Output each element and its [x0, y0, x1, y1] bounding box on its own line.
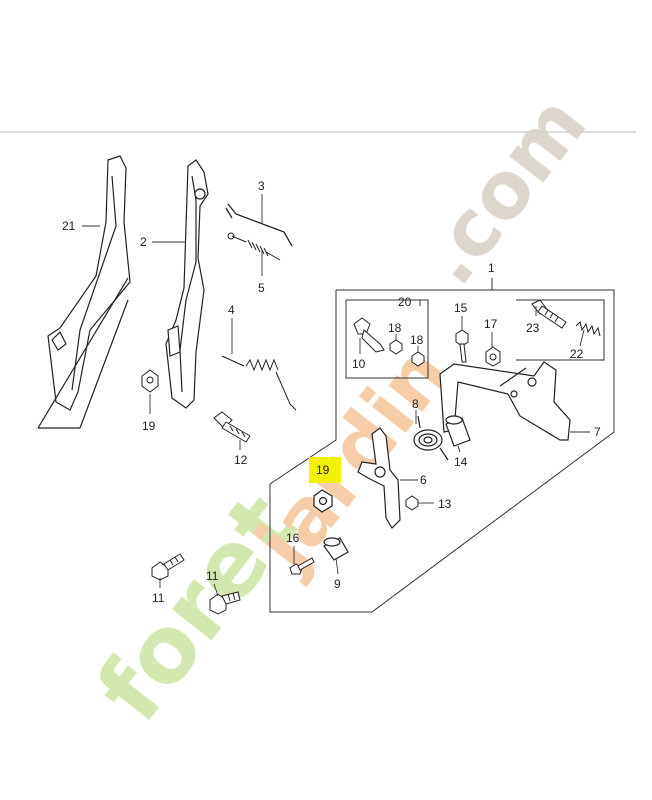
part-6-arm: [357, 427, 401, 529]
part-16-screw: [289, 557, 315, 575]
part-10-screw: [353, 317, 385, 353]
part-7-plate: [439, 361, 571, 441]
callout-11b: 11: [206, 569, 219, 583]
callout-17: 17: [484, 317, 498, 331]
callout-9: 9: [334, 577, 341, 591]
callout-2: 2: [140, 235, 147, 249]
callout-15: 15: [454, 301, 468, 315]
callout-19a: 19: [142, 419, 156, 433]
callout-8: 8: [412, 397, 419, 411]
callout-14: 14: [454, 455, 468, 469]
callout-10: 10: [352, 357, 366, 371]
callout-6: 6: [420, 473, 427, 487]
callout-12: 12: [234, 453, 248, 467]
part-3-rod: [225, 203, 293, 247]
part-19-nut-left: [141, 369, 159, 393]
callout-18b: 18: [410, 333, 424, 347]
part-23-bolt: [531, 299, 567, 329]
part-15-bolt: [455, 329, 469, 363]
callout-19b[interactable]: 19: [316, 463, 330, 477]
part-9-collar: [323, 537, 349, 561]
callout-7: 7: [594, 425, 601, 439]
part-5-spring: [227, 232, 281, 261]
part-22-spring: [575, 321, 601, 337]
callout-5: 5: [258, 281, 265, 295]
part-13-nut: [405, 495, 419, 511]
callout-11a: 11: [152, 591, 165, 605]
callout-20: 20: [398, 295, 412, 309]
part-14-collar: [445, 415, 471, 447]
part-11-bolt-b: [209, 591, 241, 615]
callout-16: 16: [286, 531, 300, 545]
callout-22: 22: [570, 347, 584, 361]
part-2-bracket: [165, 159, 209, 409]
callout-21: 21: [62, 219, 76, 233]
part-12-bolt: [213, 411, 251, 443]
callout-1: 1: [488, 261, 495, 275]
leader-lines: [82, 194, 590, 597]
callout-23: 23: [526, 321, 540, 335]
part-21-lever: [37, 155, 131, 429]
callout-labels: 1 2 3 4 5 6 7 8 9 10 11 11 12 13 14 15 1…: [62, 179, 601, 605]
part-8-coil-spring: [413, 415, 449, 461]
assembly-frame: [269, 278, 615, 613]
part-4-spring-rod: [221, 355, 297, 411]
part-17-nut: [485, 346, 501, 367]
highlight-box-19: [309, 457, 341, 483]
callout-4: 4: [228, 303, 235, 317]
callout-3: 3: [258, 179, 265, 193]
part-11-bolt-a: [151, 553, 185, 581]
callout-13: 13: [438, 497, 452, 511]
callout-18a: 18: [388, 321, 402, 335]
part-19-nut-right[interactable]: [313, 489, 333, 513]
watermark-text-c: .com: [403, 80, 604, 301]
